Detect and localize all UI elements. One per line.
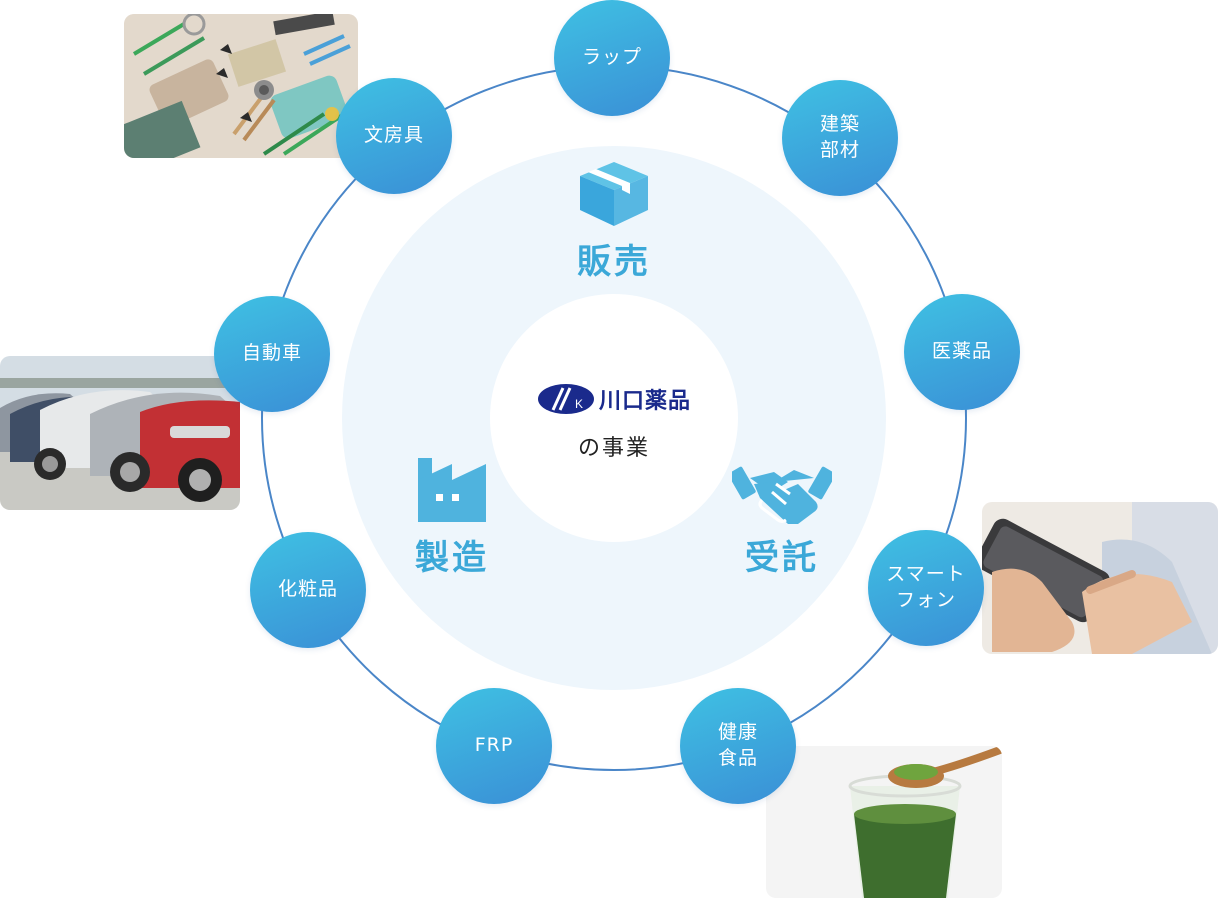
smartphone-photo [982,502,1218,654]
pillar-consignment: 受託 [712,454,852,579]
logo-letter: K [575,397,583,411]
node-frp: FRP [436,688,552,804]
pillar-manufacturing: 製造 [382,454,522,579]
node-wrap: ラップ [554,0,670,116]
node-health-food: 健康 食品 [680,688,796,804]
company-logo-mark: K [537,384,594,414]
node-automobile: 自動車 [214,296,330,412]
node-building-materials: 建築 部材 [782,80,898,196]
handshake-icon [732,466,832,524]
stationery-photo [124,14,358,158]
node-smartphone: スマート フォン [868,530,984,646]
pillar-consignment-label: 受託 [745,538,819,578]
pillar-manufacturing-label: 製造 [415,538,489,578]
health-drink-photo [766,746,1002,898]
node-stationery: 文房具 [336,78,452,194]
cars-photo [0,356,240,510]
company-brand: K 川口薬品 [514,382,714,416]
factory-icon [418,458,486,522]
pillar-sales-label: 販売 [577,242,651,282]
node-cosmetics: 化粧品 [250,532,366,648]
pillar-sales: 販売 [544,160,684,283]
center-disc [490,294,738,542]
center-caption: の事業 [577,436,650,461]
node-medicine: 医薬品 [904,294,1020,410]
company-name: 川口薬品 [598,389,691,414]
box-icon [580,162,648,226]
